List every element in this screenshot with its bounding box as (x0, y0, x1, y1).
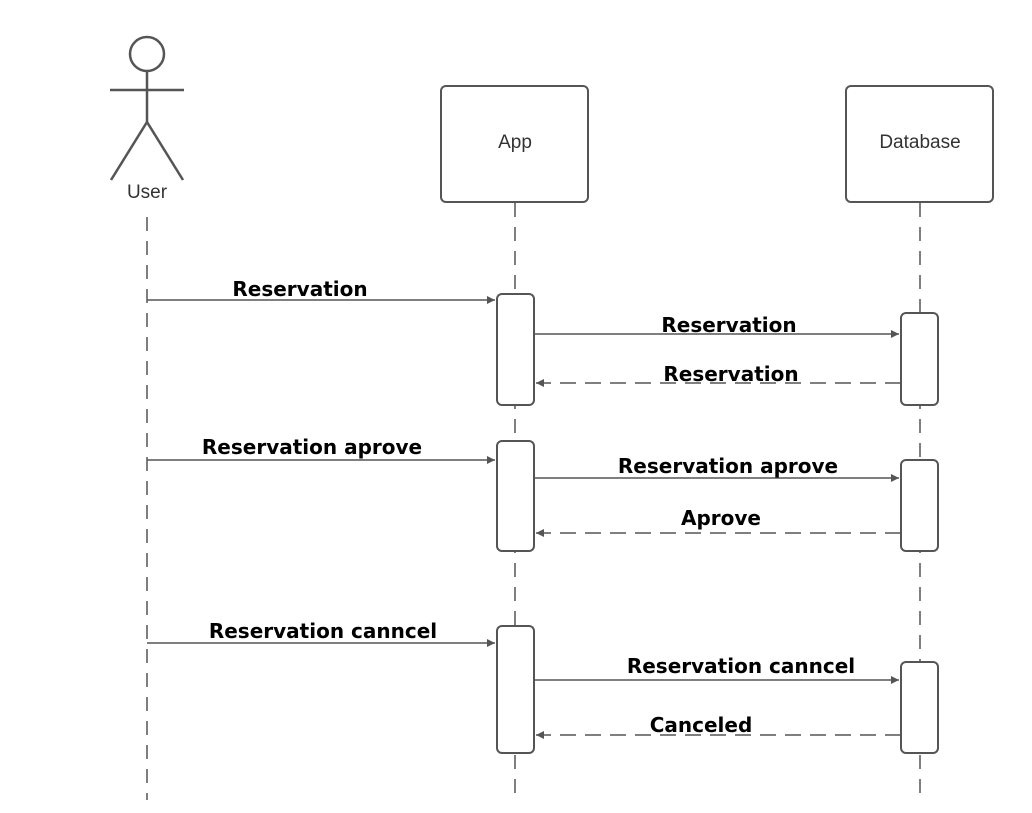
message-label: Reservation aprove (202, 435, 422, 459)
message-label: Reservation aprove (618, 454, 838, 478)
user-actor: User (109, 35, 185, 203)
app-activation-bar (496, 440, 535, 552)
actor-left-leg (109, 121, 149, 181)
message-label: Aprove (681, 506, 761, 530)
app-box (440, 85, 589, 203)
actor-head-icon (128, 35, 166, 73)
message-label: Canceled (650, 713, 753, 737)
user-label: User (127, 182, 168, 203)
app-participant: App (440, 85, 589, 203)
app-label: App (498, 132, 532, 153)
actor-right-leg (145, 121, 185, 181)
app-activation-bar (496, 625, 535, 754)
database-label: Database (879, 132, 960, 153)
message-label: Reservation canncel (627, 654, 855, 678)
database-activation-bar (900, 459, 939, 552)
database-activation-bar (900, 661, 939, 754)
message-label: Reservation (232, 277, 367, 301)
database-box (845, 85, 994, 203)
message-label: Reservation canncel (209, 619, 437, 643)
message-label: Reservation (663, 362, 798, 386)
message-label: Reservation (661, 313, 796, 337)
database-activation-bar (900, 312, 939, 406)
database-participant: Database (845, 85, 994, 203)
app-activation-bar (496, 293, 535, 406)
